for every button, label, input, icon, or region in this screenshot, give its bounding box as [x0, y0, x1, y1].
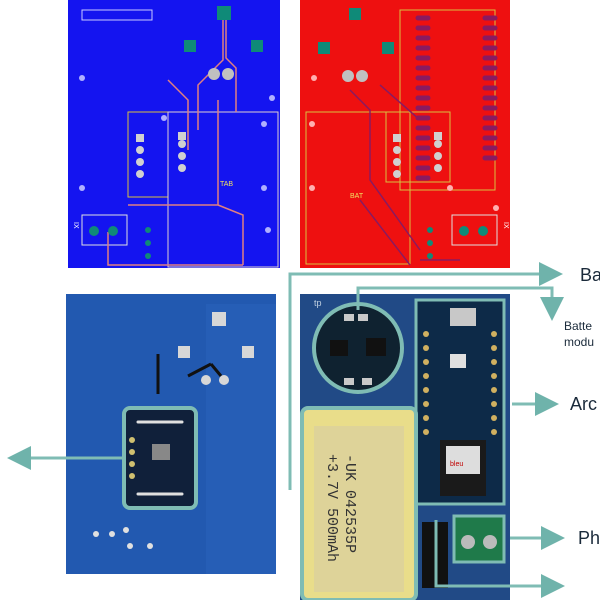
charger-chip	[366, 338, 386, 356]
silk-ix-label: IX	[72, 222, 79, 229]
pad	[184, 40, 196, 52]
reset-button	[450, 354, 466, 368]
sensor-header	[129, 437, 135, 479]
pad	[212, 312, 226, 326]
pad	[251, 40, 263, 52]
silk-tp-label: tp	[314, 298, 322, 308]
usb-connector	[450, 308, 476, 326]
callout-arduino: Arc	[570, 394, 597, 414]
silk-bat-label: BAT	[350, 193, 364, 200]
photo-front-drawing: tp bleu -UK 042535P +3.7V 500mAh	[300, 294, 510, 600]
pcb-layout-blue: TAB IX	[68, 0, 280, 268]
header-outline	[385, 111, 451, 183]
connector-outline	[451, 214, 498, 246]
charger-chip	[330, 340, 348, 356]
module-label	[446, 446, 480, 474]
callout-ba: Ba	[580, 265, 600, 285]
pad	[242, 346, 254, 358]
header-pins-right	[178, 132, 186, 172]
silk-tab-label: TAB	[220, 181, 233, 188]
pad	[382, 42, 394, 54]
pad	[219, 375, 229, 385]
mounting-holes	[309, 75, 499, 211]
photo-back-drawing	[66, 294, 276, 574]
dark-component	[422, 522, 448, 588]
pad	[349, 8, 361, 20]
pcb-layout-red: BAT IX	[300, 0, 510, 268]
mounting-holes	[79, 75, 275, 233]
module-outline	[399, 9, 496, 191]
photo-pcb-front: tp bleu -UK 042535P +3.7V 500mAh	[300, 294, 510, 600]
silk-outline	[81, 9, 153, 21]
callout-phoenix: Ph	[578, 528, 600, 548]
board-shade	[206, 304, 276, 574]
pad	[178, 346, 190, 358]
header-outline-left	[127, 111, 169, 198]
header-pins	[393, 132, 442, 178]
silk-ix-label: IX	[502, 222, 509, 229]
wires	[156, 354, 223, 394]
connector-outline	[81, 214, 128, 246]
module-outline	[167, 111, 279, 268]
sensor-pads	[136, 420, 184, 496]
vias	[145, 227, 151, 259]
module-pads	[415, 15, 498, 181]
traces	[349, 84, 460, 266]
battery-text-line1: -UK 042535P	[341, 454, 358, 553]
pad	[356, 70, 368, 82]
sensor-chip	[152, 444, 170, 460]
header-pins-left	[136, 134, 144, 178]
pad	[108, 226, 118, 236]
phoenix-connector	[452, 514, 506, 564]
pad	[201, 375, 211, 385]
pad	[222, 68, 234, 80]
pad	[217, 6, 231, 20]
pad	[342, 70, 354, 82]
battery-outline	[305, 111, 411, 265]
vias	[93, 527, 153, 549]
pad	[318, 42, 330, 54]
screw-terminal	[461, 535, 475, 549]
pad	[208, 68, 220, 80]
battery-text-line2: +3.7V 500mAh	[323, 454, 340, 562]
pad	[478, 226, 488, 236]
callout-battery-line2: modu	[564, 335, 595, 349]
screw-terminal	[483, 535, 497, 549]
pcb-red-drawing: BAT IX	[305, 8, 509, 266]
pcb-blue-drawing: TAB IX	[72, 6, 279, 268]
module-brand: bleu	[450, 461, 463, 468]
pad	[89, 226, 99, 236]
vias	[427, 227, 433, 259]
pad	[459, 226, 469, 236]
callout-battery-line1: Batte	[564, 319, 593, 333]
photo-pcb-back	[66, 294, 276, 574]
